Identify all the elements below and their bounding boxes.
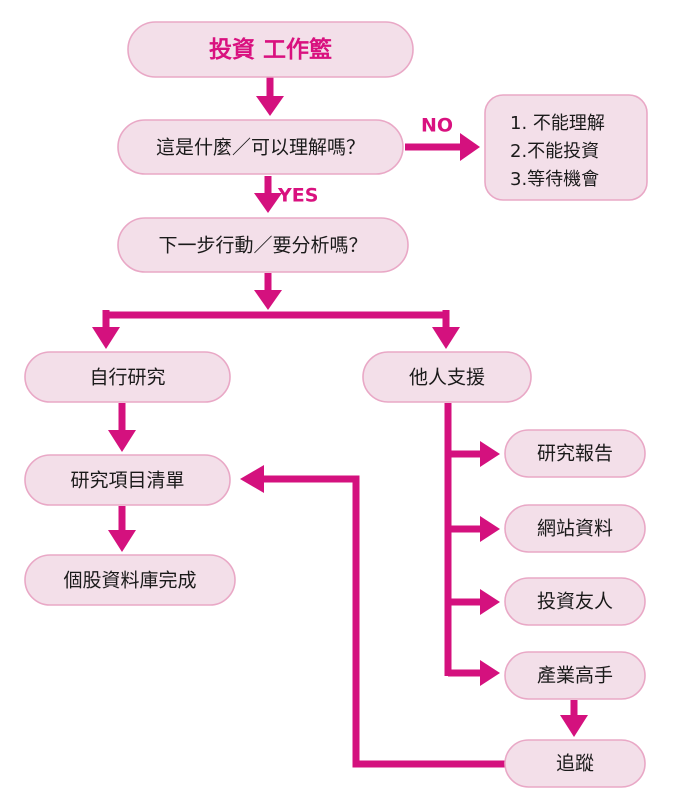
edge-split-bus (92, 310, 460, 349)
node-website-label: 網站資料 (537, 518, 613, 540)
edge-others-to-report (448, 441, 500, 467)
node-report-label: 研究報告 (537, 443, 613, 465)
edge-list-to-db (108, 506, 136, 552)
node-tracking[interactable]: 追蹤 (504, 739, 646, 788)
edge-self-to-list (108, 403, 136, 452)
node-start[interactable]: 投資 工作籃 (127, 21, 414, 78)
no-box-item-1: 1. 不能理解 (510, 113, 605, 134)
node-website-data[interactable]: 網站資料 (504, 504, 646, 553)
node-db-label: 個股資料庫完成 (63, 570, 196, 592)
node-question-next-action[interactable]: 下一步行動／要分析嗎？ (117, 217, 409, 273)
node-list-label: 研究項目清單 (70, 470, 184, 492)
node-others-support[interactable]: 他人支援 (362, 351, 532, 403)
no-box-item-3: 3.等待機會 (510, 169, 599, 190)
node-q1-label: 這是什麼／可以理解嗎？ (156, 137, 365, 159)
edge-start-to-q1 (256, 77, 284, 116)
node-question-understand[interactable]: 這是什麼／可以理解嗎？ (117, 119, 404, 175)
node-q2-label: 下一步行動／要分析嗎？ (158, 235, 367, 257)
edge-others-to-friends (448, 589, 500, 615)
branch-label-no: NO (421, 115, 453, 137)
node-others-label: 他人支援 (409, 367, 485, 389)
edge-q2-to-split (254, 273, 282, 310)
node-start-label: 投資 工作籃 (209, 36, 332, 63)
edge-others-to-website (448, 516, 500, 542)
edge-q1-to-q2 (254, 176, 282, 213)
node-industry-experts[interactable]: 產業高手 (504, 651, 646, 700)
edge-others-to-experts (448, 660, 500, 686)
branch-label-yes: YES (277, 185, 318, 207)
edge-experts-to-track (560, 700, 588, 737)
no-box-item-2: 2.不能投資 (510, 141, 599, 162)
node-research-item-list[interactable]: 研究項目清單 (24, 454, 231, 506)
node-no-outcome-box[interactable]: 1. 不能理解 2.不能投資 3.等待機會 (484, 94, 648, 201)
node-self-label: 自行研究 (89, 367, 165, 389)
node-investment-friends[interactable]: 投資友人 (504, 577, 646, 626)
edge-track-to-list-feedback (240, 465, 505, 768)
node-stock-database-done[interactable]: 個股資料庫完成 (24, 554, 236, 606)
node-self-research[interactable]: 自行研究 (24, 351, 231, 403)
edge-q1-to-nobox (405, 133, 480, 161)
node-track-label: 追蹤 (556, 753, 594, 775)
node-research-report[interactable]: 研究報告 (504, 429, 646, 478)
node-friends-label: 投資友人 (537, 591, 613, 613)
node-experts-label: 產業高手 (537, 665, 613, 687)
